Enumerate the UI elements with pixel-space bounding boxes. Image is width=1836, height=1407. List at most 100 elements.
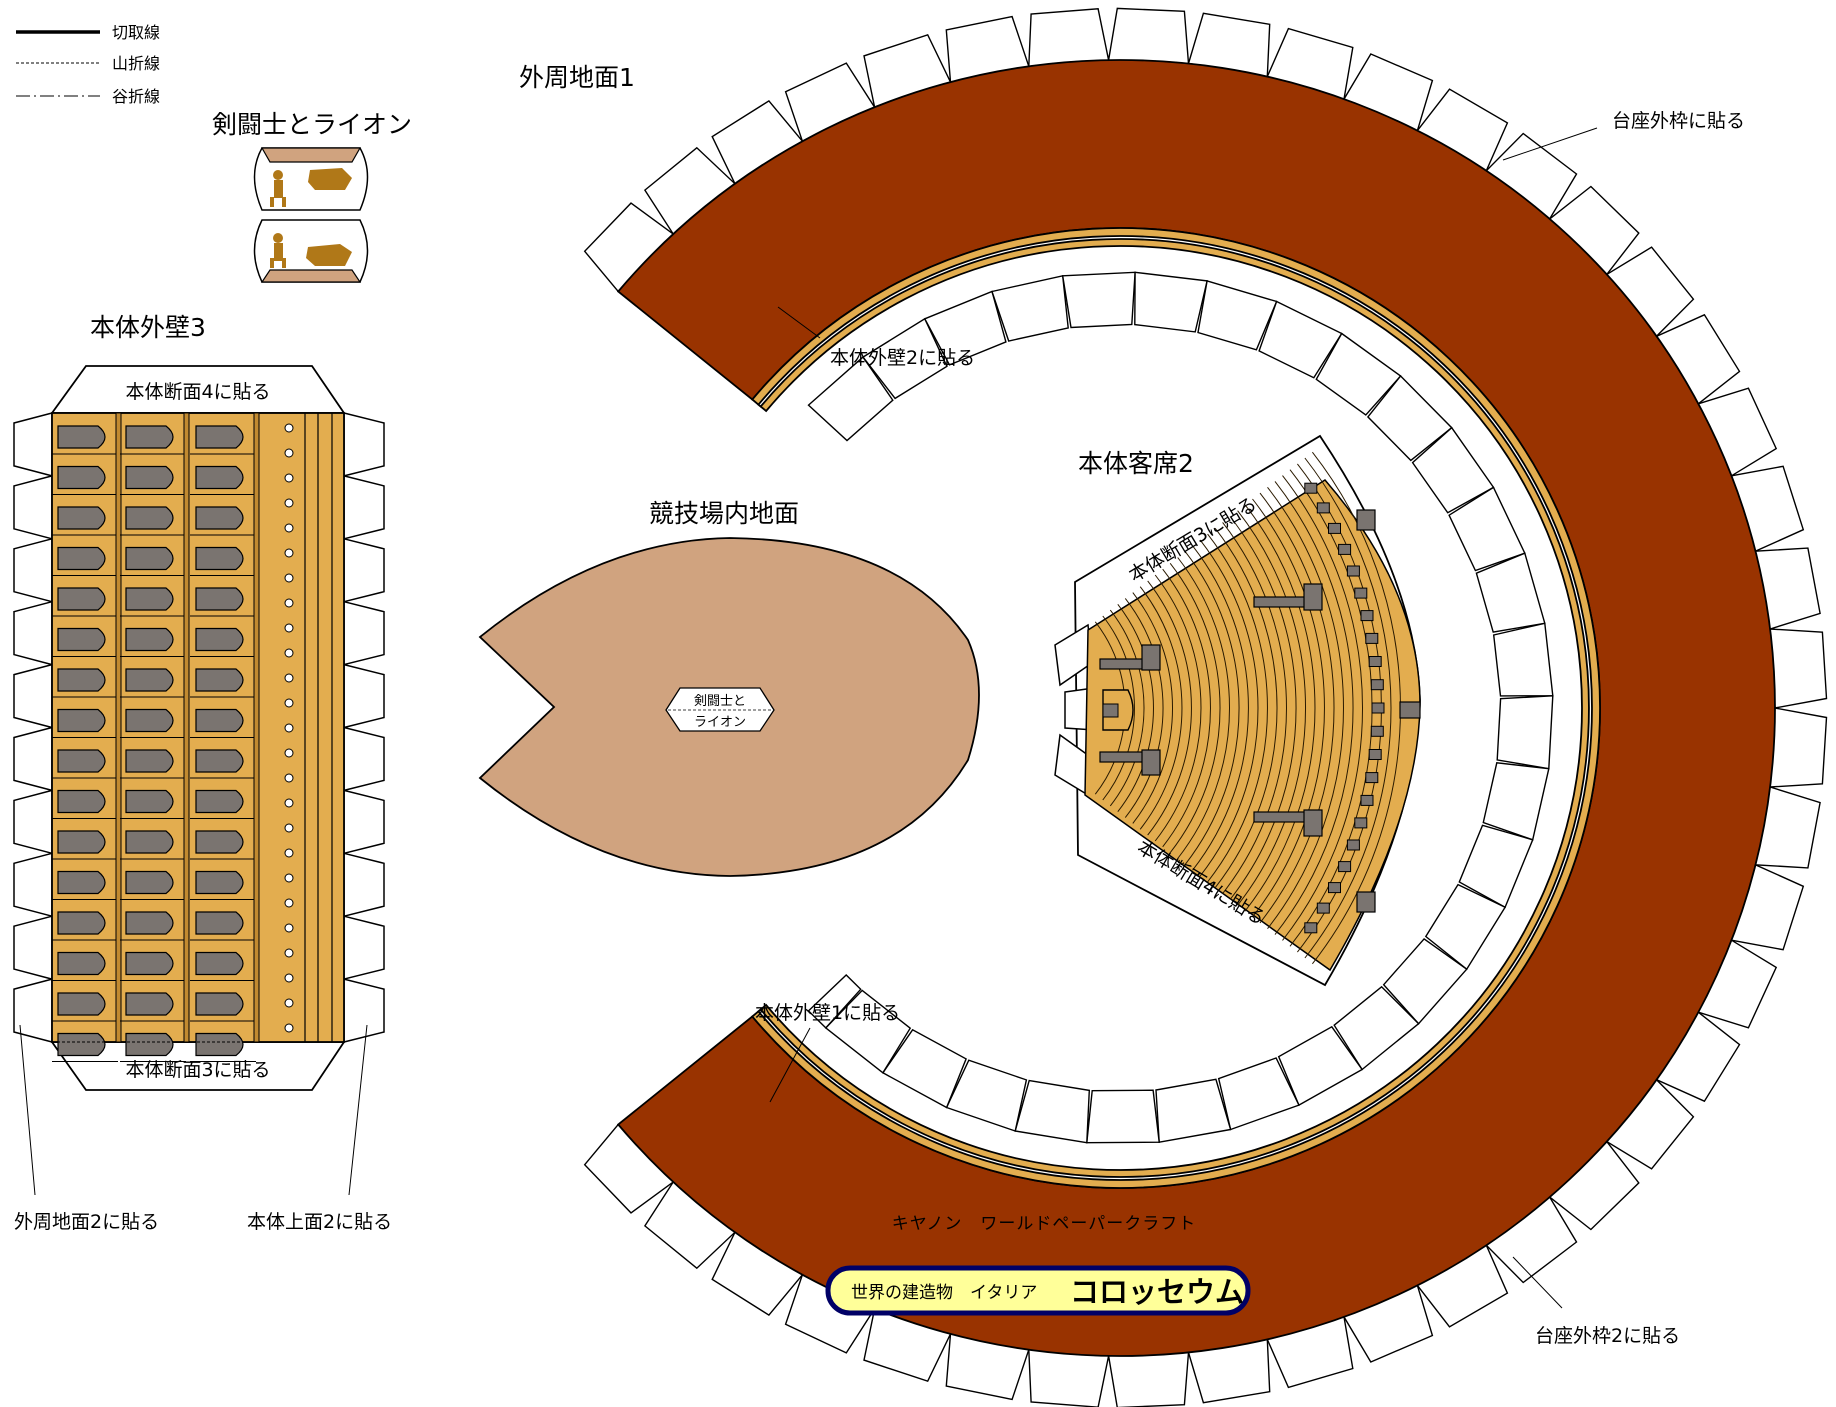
column [183, 412, 190, 1043]
arch [125, 506, 174, 530]
arch [195, 668, 244, 692]
title-wall-3: 本体外壁3 [90, 313, 206, 342]
wall-glue-tab [1382, 937, 1468, 1025]
wall-glue-tab [1134, 271, 1208, 333]
arch [125, 627, 174, 652]
left-glue-tab [13, 852, 53, 918]
window [284, 473, 294, 483]
left-glue-tab [13, 474, 53, 540]
seat-box [1360, 610, 1374, 622]
base-frame-tab [1107, 1351, 1190, 1407]
series-name: 世界の建造物 イタリア [851, 1283, 1037, 1303]
note-wall-2: 本体外壁2に貼る [830, 347, 975, 369]
wall-glue-tab [1366, 374, 1453, 462]
seat-box [1304, 482, 1318, 494]
seat-box [1370, 725, 1384, 737]
seat-row [1102, 615, 1135, 801]
wall-glue-tab [1424, 883, 1507, 971]
brand-line: キヤノン ワールドペーパークラフト [892, 1214, 1196, 1234]
seat-box [1338, 543, 1352, 555]
seat-row [1274, 481, 1354, 935]
arch [195, 627, 244, 652]
window [284, 973, 294, 983]
legend-mountain-label: 山折線 [112, 54, 160, 73]
wall-glue-tab [1482, 762, 1550, 841]
base-frame-tab [1769, 628, 1828, 709]
seat-row [1229, 516, 1297, 900]
arch [57, 465, 106, 490]
left-glue-tab [13, 600, 53, 666]
wall-glue-tab [1086, 1089, 1160, 1144]
arch [125, 546, 174, 571]
arch [195, 425, 244, 449]
wall-glue-tab [1475, 552, 1546, 633]
arch [57, 911, 106, 935]
window [284, 1023, 294, 1033]
left-glue-tab [13, 789, 53, 855]
seat-rows [1094, 451, 1401, 965]
right-glue-tab [343, 978, 385, 1043]
wall-glue-tab [881, 1028, 967, 1109]
right-glue-tab [343, 789, 385, 855]
right-glue-tab [343, 915, 385, 981]
arch [195, 708, 244, 733]
wall-glue-tab [991, 274, 1069, 342]
seat-box [1338, 861, 1352, 873]
gladiator-piece [253, 147, 369, 283]
window [284, 798, 294, 808]
title-gladiator: 剣闘士とライオン [212, 110, 412, 139]
wall-glue-tab [1258, 300, 1343, 379]
left-glue-tab [13, 726, 53, 792]
right-glue-tab [343, 663, 385, 729]
arch [195, 992, 244, 1016]
wall-glue-tab [1492, 622, 1554, 697]
arch [195, 951, 244, 976]
arch [125, 830, 174, 854]
seat-box [1316, 502, 1330, 514]
wall-glue-tab [1061, 271, 1136, 329]
wall-glue-tab [1496, 695, 1554, 770]
arch [195, 789, 244, 814]
seat-box [1368, 749, 1382, 760]
arch [57, 789, 106, 814]
arch [57, 506, 106, 530]
window [284, 948, 294, 958]
note-base-frame-2: 台座外枠2に貼る [1535, 1325, 1680, 1347]
seat-row [1244, 504, 1316, 912]
seat-box [1328, 882, 1341, 894]
window [284, 623, 294, 633]
arch [57, 587, 106, 611]
wall-glue-tab [861, 317, 948, 400]
wall-tabs-left [13, 412, 53, 1043]
wall-label-section-4: 本体断面4に貼る [125, 381, 270, 403]
seat-row [1132, 592, 1174, 824]
seat-box [1368, 656, 1382, 667]
wall-glue-tab [807, 356, 894, 442]
left-glue-tab [13, 978, 53, 1043]
base-frame-tab [1028, 1348, 1110, 1407]
window [284, 723, 294, 733]
legend-cut-label: 切取線 [112, 23, 160, 42]
note-wall-1: 本体外壁1に貼る [755, 1002, 900, 1024]
wall-glue-tab [945, 1059, 1028, 1132]
seat-box [1370, 679, 1384, 691]
wall-glue-tab [1014, 1079, 1091, 1144]
window [284, 423, 294, 433]
window [284, 773, 294, 783]
arch [195, 546, 244, 571]
title-outer-ground-1: 外周地面1 [519, 63, 635, 92]
wall-glue-tab [923, 290, 1007, 366]
wall-arches [52, 412, 260, 1062]
arch [125, 587, 174, 611]
model-name: コロッセウム [1070, 1275, 1244, 1309]
window [284, 598, 294, 608]
imperial-box-seat [1102, 703, 1119, 718]
note-outer-ground-2: 外周地面2に貼る [14, 1211, 159, 1233]
seat-row [1207, 533, 1268, 883]
wall-glue-tab [1448, 486, 1526, 572]
window [284, 998, 294, 1008]
seat-row [1169, 562, 1221, 854]
gladiator-figures [270, 168, 352, 268]
arch [125, 708, 174, 733]
